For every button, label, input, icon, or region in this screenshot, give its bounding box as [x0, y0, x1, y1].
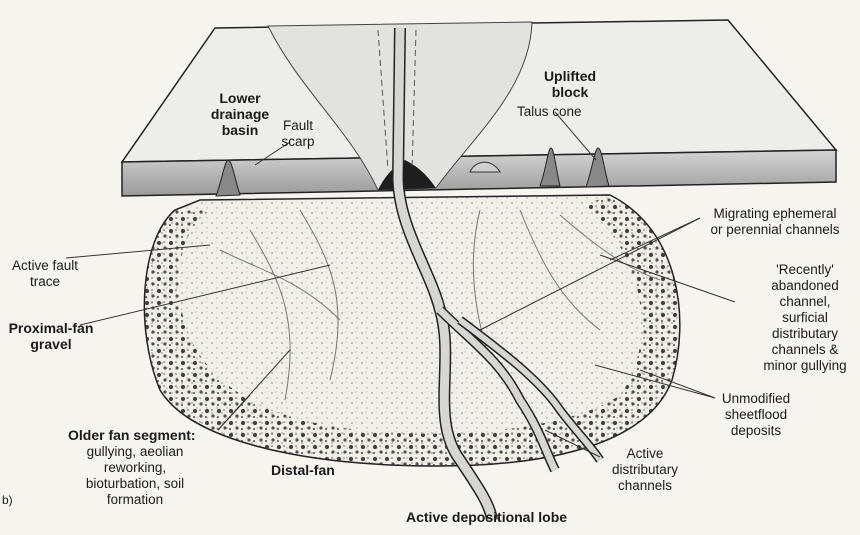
panel-letter: b) — [2, 493, 13, 507]
label-proximal-fan-gravel: Proximal-fan gravel — [8, 320, 94, 352]
label-lower-drainage-basin: Lower drainage basin — [210, 90, 270, 138]
mound — [469, 161, 501, 173]
talus-cone-left — [215, 159, 241, 197]
label-talus-cone: Talus cone — [517, 104, 582, 119]
label-uplifted-block: Uplifted block — [543, 68, 597, 100]
label-fault-scarp: Fault scarp — [281, 118, 315, 149]
label-older-fan-segment-desc: gullying, aeolian reworking, bioturbatio… — [85, 444, 185, 507]
label-recently-abandoned: 'Recently' abandoned channel, surficial … — [763, 262, 847, 373]
label-older-fan-segment-title: Older fan segment: — [68, 427, 196, 443]
label-distal-fan: Distal-fan — [271, 462, 335, 478]
label-unmodified-sheetflood: Unmodified sheetflood deposits — [721, 391, 791, 438]
label-migrating-channels: Migrating ephemeral or perennial channel… — [710, 206, 840, 237]
leader-lines — [65, 111, 736, 458]
label-active-fault-trace: Active fault trace — [11, 258, 79, 289]
talus-cone-mid — [539, 147, 561, 187]
talus-cone-right — [585, 147, 610, 188]
label-active-depositional-lobe: Active depositional lobe — [406, 509, 568, 525]
label-active-distributary: Active distributary channels — [611, 446, 679, 493]
